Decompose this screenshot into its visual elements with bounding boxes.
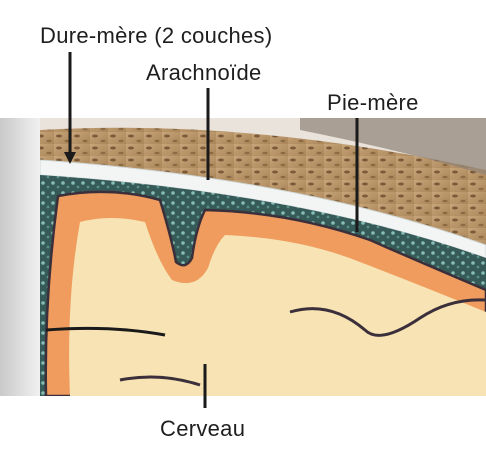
label-arachnoide: Arachnoïde bbox=[146, 60, 262, 85]
label-pie-mere: Pie-mère bbox=[327, 90, 419, 115]
label-cerveau: Cerveau bbox=[160, 416, 245, 441]
label-dure-mere: Dure-mère (2 couches) bbox=[40, 23, 273, 48]
cross-section bbox=[40, 118, 486, 396]
edge-shadow bbox=[0, 118, 42, 396]
